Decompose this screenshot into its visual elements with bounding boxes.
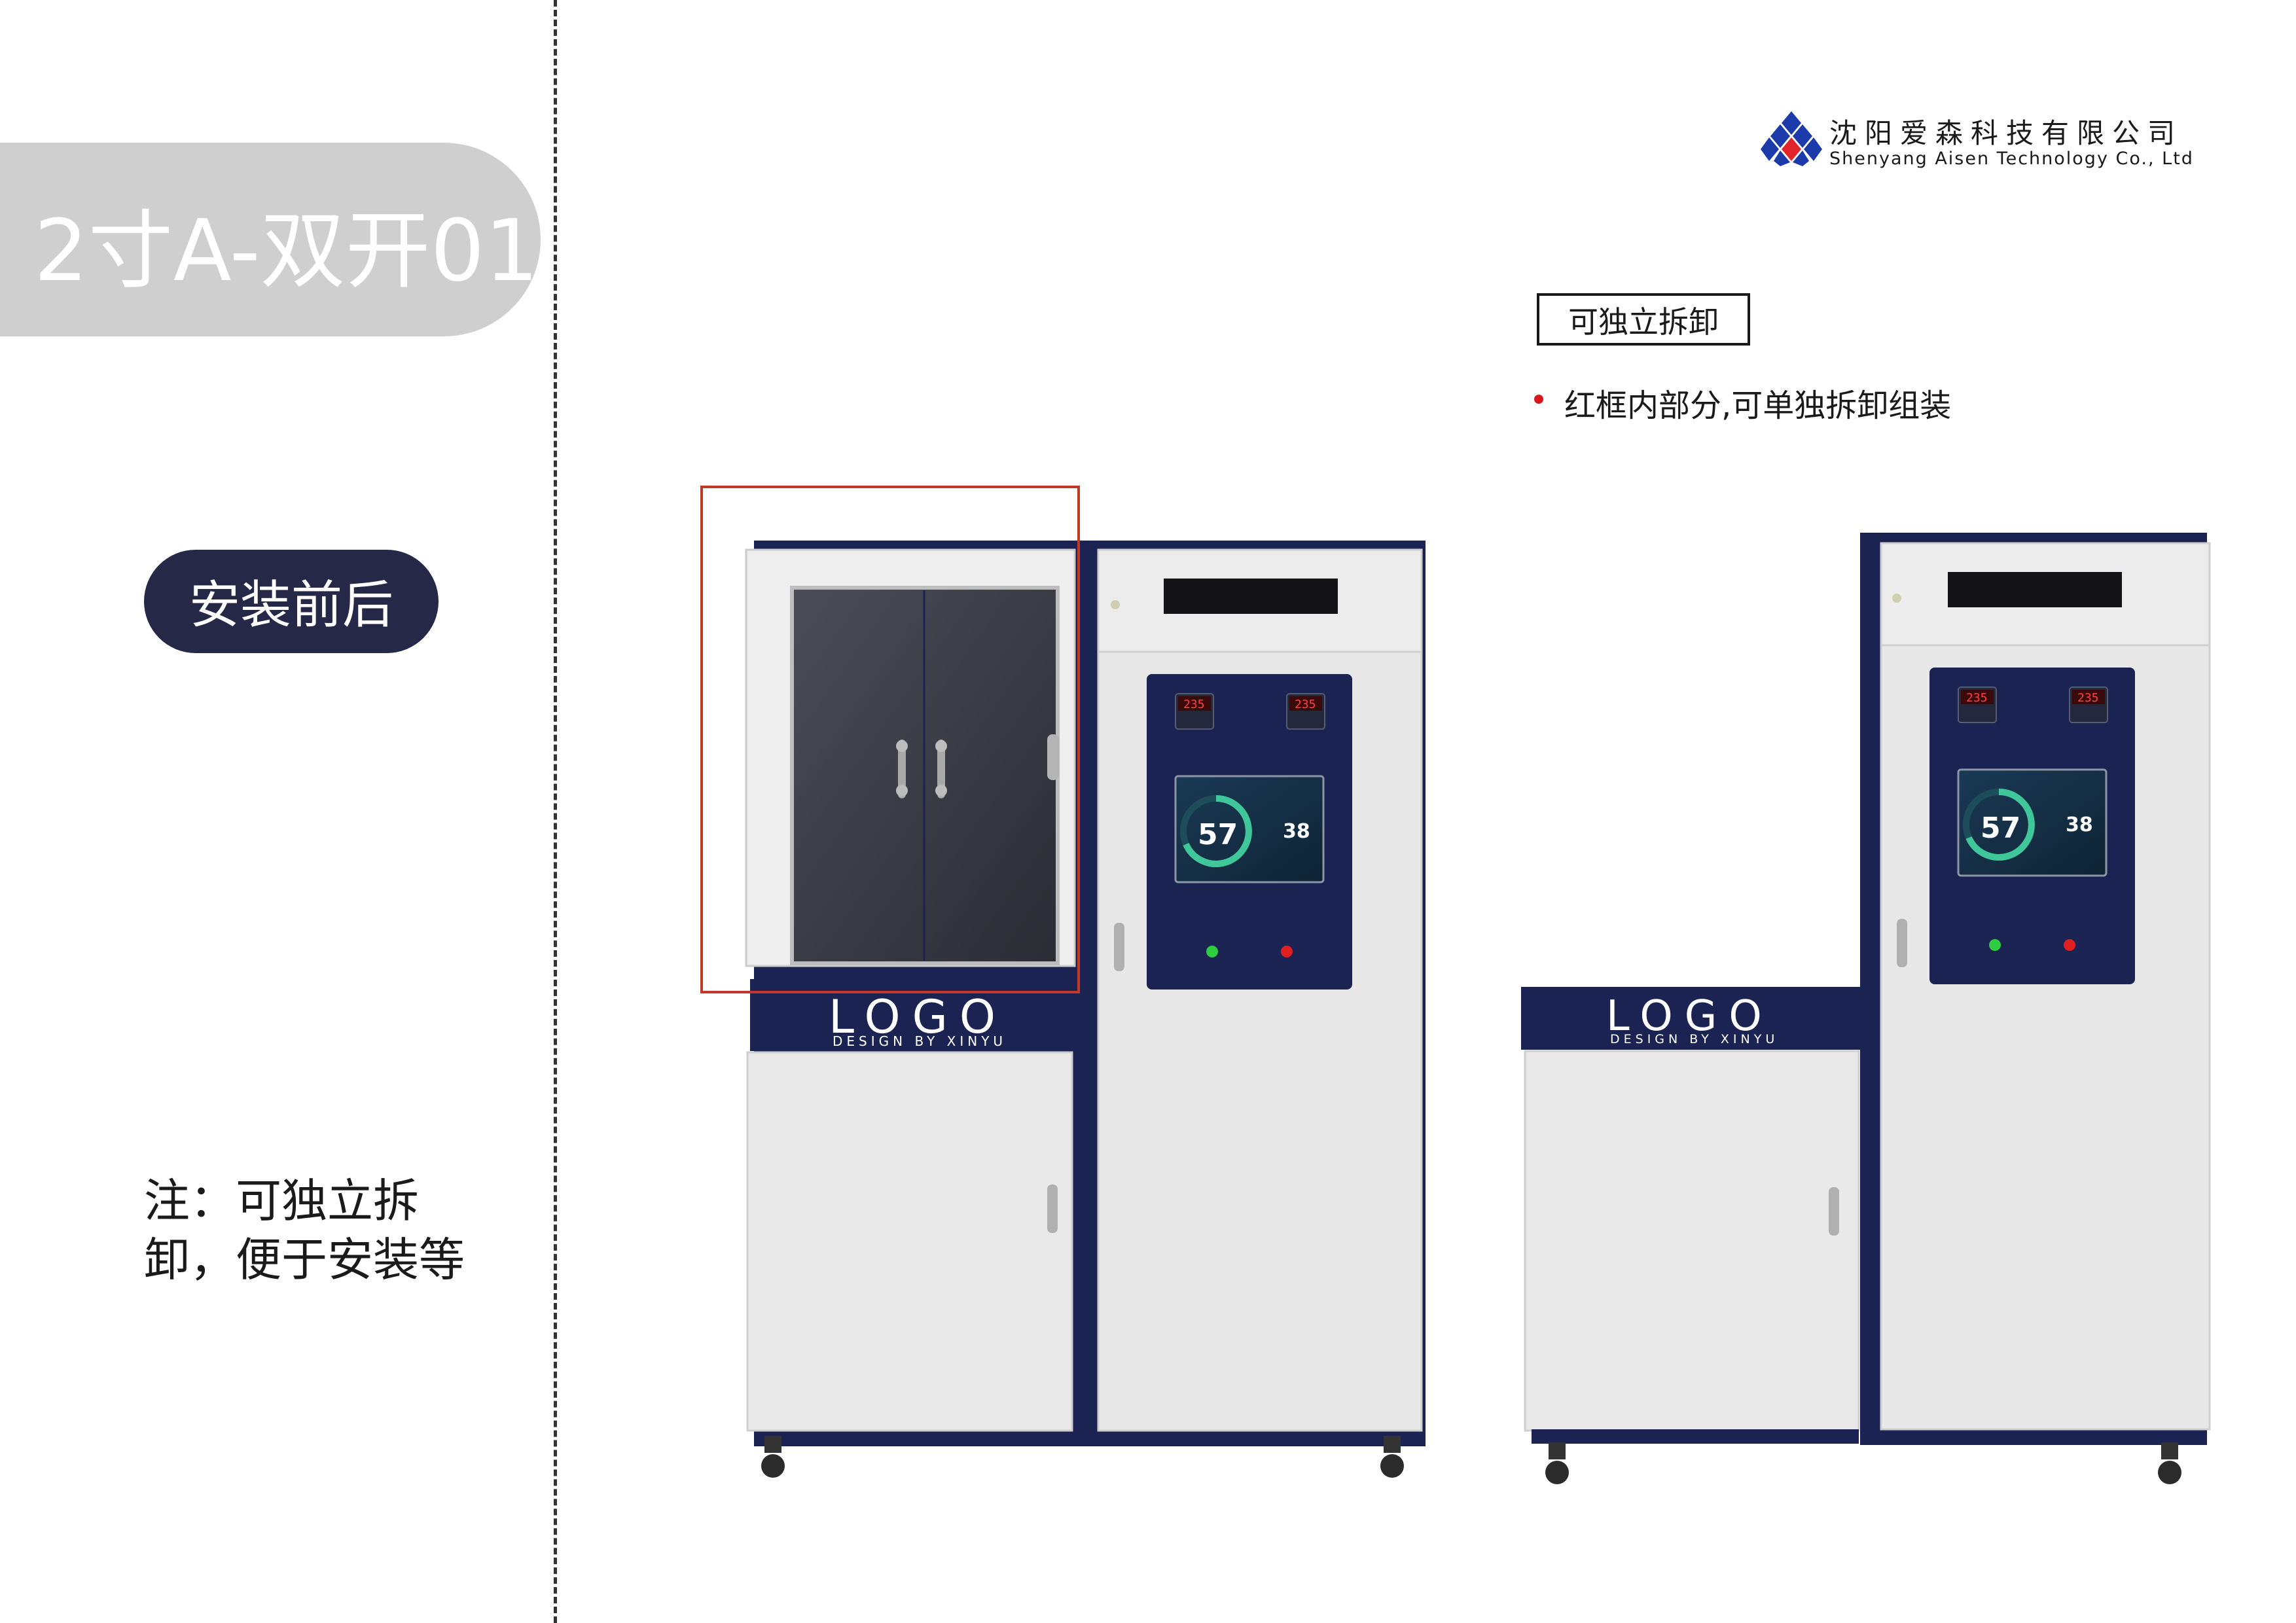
company-logo-icon xyxy=(1761,111,1822,166)
meter-readout-3: 235 xyxy=(1966,691,1988,705)
display-big-value: 57 xyxy=(1198,818,1238,851)
meter-readout-4: 235 xyxy=(2077,691,2099,705)
note-text: 注：可独立拆卸，便于安装等 xyxy=(144,1174,465,1287)
cabinet-before-logo-sub: DESIGN BY XINYU xyxy=(833,1033,1007,1049)
cabinet-after-logo: LOGO xyxy=(1606,992,1774,1041)
detachable-highlight-frame xyxy=(700,486,1080,993)
meter-readout-2: 235 xyxy=(1295,698,1316,711)
meter-readout-1: 235 xyxy=(1183,698,1205,711)
cabinet-after-logo-sub: DESIGN BY XINYU xyxy=(1610,1032,1778,1046)
section-badge xyxy=(144,550,439,653)
callout-bullet: 红框内部分,可单独拆卸组装 xyxy=(1564,387,1952,424)
callout-heading: 可独立拆卸 xyxy=(1568,304,1719,340)
company-name-cn: 沈阳爱森科技有限公司 xyxy=(1829,117,2183,149)
dashed-divider xyxy=(554,0,557,1623)
cabinet-before-logo: LOGO xyxy=(829,990,1007,1044)
company-name-en: Shenyang Aisen Technology Co., Ltd xyxy=(1829,149,2194,169)
callout-box xyxy=(1537,293,1750,346)
display-small-value: 38 xyxy=(1283,820,1310,843)
cabinet-before: LOGO DESIGN BY XINYU 235 235 57 38 xyxy=(700,486,1426,1478)
display-small-value-2: 38 xyxy=(2066,813,2093,836)
section-badge-label: 安装前后 xyxy=(188,576,393,635)
title-banner xyxy=(0,143,541,336)
page-title: 2寸A-双开01 xyxy=(34,201,539,300)
cabinet-after: 235 235 57 38 LOGO DESIGN BY XINYU xyxy=(1521,533,2211,1484)
bullet-dot xyxy=(1534,395,1543,404)
display-big-value-2: 57 xyxy=(1981,812,2020,845)
